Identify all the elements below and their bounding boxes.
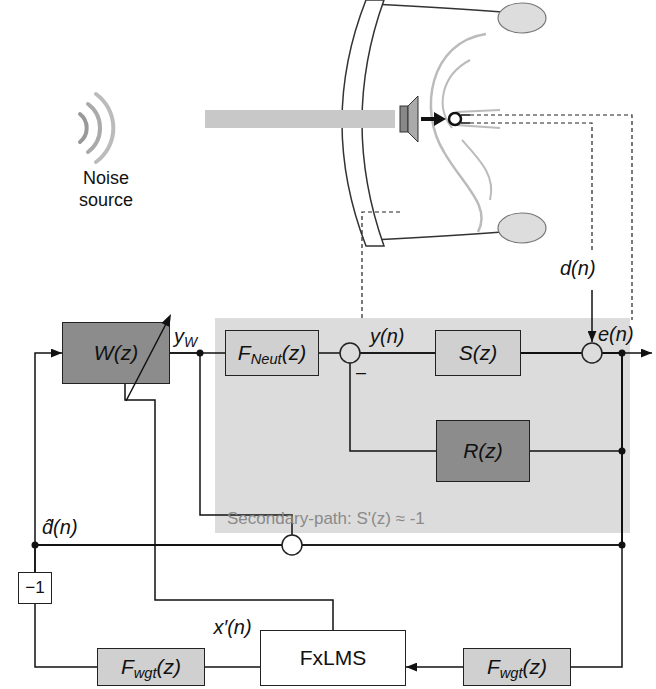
band-background xyxy=(215,318,630,533)
text-part: F xyxy=(238,341,251,364)
error-output-arrow xyxy=(602,352,652,354)
sensor-wire xyxy=(362,115,632,320)
algorithm-box: FxLMS xyxy=(260,630,406,686)
weighting-filter-box: Fwgt(z) xyxy=(97,648,205,686)
signal-wire xyxy=(521,353,622,667)
node-text: W(z) xyxy=(86,341,146,365)
subscript: wgt xyxy=(134,665,157,681)
signal-wire xyxy=(406,666,463,668)
subscript: Neut xyxy=(251,351,282,367)
signal-wire xyxy=(35,604,97,667)
plant-box: S(z) xyxy=(435,330,521,376)
gain-box: −1 xyxy=(18,572,52,604)
junction-dot xyxy=(32,542,39,549)
disturbance-arrow xyxy=(591,290,593,342)
noise-source-icon xyxy=(80,94,113,162)
signal-name: d̂(n) xyxy=(42,515,78,539)
signal-name: y(n) xyxy=(370,324,404,348)
node-text: R(z) xyxy=(455,439,511,463)
summing-junction xyxy=(340,343,360,363)
node-text: FxLMS xyxy=(292,646,375,670)
node-text: FNeut(z) xyxy=(230,341,314,365)
secondary-path-band: Secondary-path: S'(z) ≈ -1 FNeut(z) S(z) R(… xyxy=(215,318,630,533)
noise-arrow xyxy=(205,110,395,128)
adaptive-arrow xyxy=(63,323,73,333)
adaptive-arrow-head xyxy=(162,314,172,327)
junction-dot xyxy=(619,448,626,455)
sign-label: – xyxy=(356,362,366,384)
junction-dot xyxy=(197,350,204,357)
text-part: y xyxy=(174,325,184,347)
headset-illustration xyxy=(342,0,546,246)
junction-dot xyxy=(619,542,626,549)
signal-wire xyxy=(350,353,436,451)
speaker-symbol xyxy=(400,96,446,142)
summing-junction xyxy=(282,535,302,555)
signal-wire xyxy=(35,353,622,572)
signal-name: e(n) xyxy=(598,322,634,346)
summing-junction xyxy=(582,343,602,363)
junction-dot xyxy=(619,350,626,357)
text-part: (z) xyxy=(282,341,307,364)
node-text: Secondary-path: S'(z) ≈ -1 xyxy=(227,509,425,529)
weighting-filter-box: Fwgt(z) xyxy=(463,648,571,686)
signal-wire xyxy=(521,353,622,451)
subscript: W xyxy=(184,334,197,350)
text-part: (z) xyxy=(523,655,548,678)
signal-name: x′(n) xyxy=(210,616,254,639)
subscript: wgt xyxy=(500,665,523,681)
text-part: (z) xyxy=(157,655,182,678)
adaptive-filter-box: W(z) xyxy=(62,322,170,384)
source-label: Noise source xyxy=(58,168,154,211)
signal-wire xyxy=(170,352,225,354)
signal-wire xyxy=(35,353,292,572)
signal-wire xyxy=(319,352,435,354)
microphone-symbol xyxy=(449,113,470,125)
signal-wire xyxy=(205,666,260,668)
filter-box: FNeut(z) xyxy=(225,330,319,376)
signal-name: yW xyxy=(174,324,197,348)
text-part: F xyxy=(121,655,134,678)
node-text: S(z) xyxy=(451,341,506,365)
node-text: Fwgt(z) xyxy=(479,655,555,679)
node-text: −1 xyxy=(23,578,46,598)
band-fill xyxy=(215,318,630,533)
node-text: Fwgt(z) xyxy=(113,655,189,679)
signal-wire xyxy=(125,384,333,630)
text-part: F xyxy=(487,655,500,678)
feedback-filter-box: R(z) xyxy=(436,420,530,482)
signal-name: d(n) xyxy=(560,256,596,280)
